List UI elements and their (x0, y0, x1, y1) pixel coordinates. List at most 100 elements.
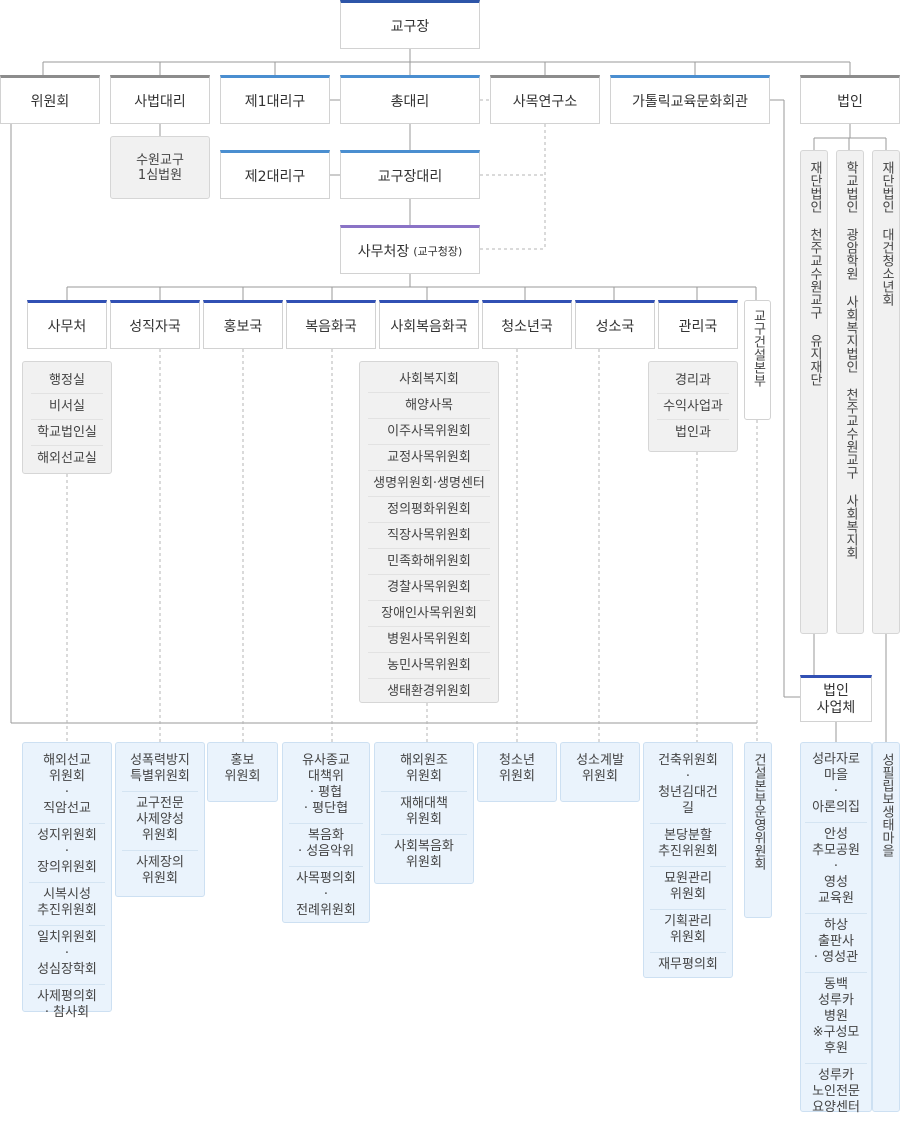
chancellor-label: 사무처장 (357, 243, 410, 260)
construction-hq-label: 교구건설본부 (750, 309, 766, 387)
construction-hq-box: 교구건설본부 (744, 300, 771, 420)
pilgrim-village-box: 성필립보생태마을 (872, 742, 900, 1112)
episcopal-vicar-box: 교구장대리 (340, 150, 480, 199)
admin-items-list: 경리과 수익사업과 법인과 (648, 361, 738, 452)
list-item: 사제평의회 · 참사회 (37, 989, 97, 1020)
bishop-box: 교구장 (340, 0, 480, 49)
list-item: 복음화 · 성음악위 (289, 824, 363, 867)
list-item: 경찰사목위원회 (368, 575, 490, 601)
list-item: 교정사목위원회 (368, 445, 490, 471)
list-item: 비서실 (31, 394, 103, 420)
dept-vocation-box: 성소국 (575, 300, 655, 349)
vicariate2-box: 제2대리구 (220, 150, 330, 199)
judicial-vicar-label: 사법대리 (134, 93, 186, 110)
list-item: 장애인사목위원회 (368, 601, 490, 627)
committee-label: 위원회 (30, 93, 70, 110)
list-item: 홍보 위원회 (224, 753, 261, 784)
foundation-label: 재단법인 천주교수원교구 유지재단 (807, 161, 822, 386)
dept-label: 복음화국 (305, 318, 357, 335)
list-item: 기획관리 위원회 (650, 910, 726, 953)
vicariate2-label: 제2대리구 (244, 168, 306, 185)
dept-label: 홍보국 (223, 318, 263, 335)
list-item: 성지위원회 · 장의위원회 (29, 824, 105, 883)
vocation-committees-list: 성소계발 위원회 (560, 742, 640, 802)
office-items-list: 행정실 비서실 학교법인실 해외선교실 (22, 361, 112, 474)
list-item: 학교법인실 (31, 420, 103, 446)
list-item: 시복시성 추진위원회 (29, 883, 105, 926)
dept-youth-box: 청소년국 (482, 300, 572, 349)
dept-label: 성직자국 (129, 318, 181, 335)
dept-admin-box: 관리국 (658, 300, 738, 349)
list-item: 해외선교 위원회 · 직암선교 (29, 749, 105, 824)
vicariate1-box: 제1대리구 (220, 75, 330, 124)
culture-center-label: 가톨릭교육문화회관 (632, 93, 748, 110)
culture-center-box: 가톨릭교육문화회관 (610, 75, 770, 124)
list-item: 수익사업과 (657, 394, 729, 420)
youth-committees-list: 청소년 위원회 (477, 742, 557, 802)
pastoral-institute-box: 사목연구소 (490, 75, 600, 124)
dept-social-box: 사회복음화국 (379, 300, 479, 349)
episcopal-vicar-label: 교구장대리 (377, 168, 443, 185)
foundation-label: 학교법인 광암학원 사회복지법인 천주교수원교구 사회복지회 (843, 161, 858, 559)
list-item: 행정실 (31, 368, 103, 394)
list-item: 이주사목위원회 (368, 419, 490, 445)
list-item: 청소년 위원회 (499, 753, 535, 784)
list-item: 성폭력방지 특별위원회 (122, 749, 198, 792)
foundation-maintenance-box: 재단법인 천주교수원교구 유지재단 (800, 150, 828, 634)
chancellor-sub-label: (교구청장) (413, 244, 463, 258)
corporation-box: 법인 (800, 75, 900, 124)
list-item: 성루카 노인전문 요양센터 (812, 1068, 860, 1115)
dept-clergy-box: 성직자국 (110, 300, 200, 349)
list-item: 교구전문 사제양성 위원회 (122, 792, 198, 851)
dept-label: 성소국 (595, 318, 635, 335)
list-item: 사회복음화 위원회 (394, 839, 454, 870)
vicar-general-box: 총대리 (340, 75, 480, 124)
list-item: 법인과 (675, 425, 711, 440)
chancellor-box: 사무처장 (교구청장) (340, 225, 480, 274)
list-item: 성소계발 위원회 (576, 753, 624, 784)
list-item: 병원사목위원회 (368, 627, 490, 653)
pastoral-institute-label: 사목연구소 (512, 93, 578, 110)
list-item: 생명위원회·생명센터 (368, 471, 490, 497)
dept-label: 사회복음화국 (390, 318, 468, 335)
list-item: 경리과 (657, 368, 729, 394)
list-item: 사목평의회 · 전례위원회 (296, 871, 356, 918)
dept-label: 사무처 (47, 318, 87, 335)
list-item: 본당분할 추진위원회 (650, 824, 726, 867)
list-item: 해양사목 (368, 393, 490, 419)
list-item: 하상 출판사 · 영성관 (805, 914, 867, 973)
social-items-list: 사회복지회 해양사목 이주사목위원회 교정사목위원회 생명위원회·생명센터 정의… (359, 361, 499, 703)
list-item: 민족화해위원회 (368, 549, 490, 575)
social-committees-list: 해외원조 위원회 재해대책 위원회 사회복음화 위원회 (374, 742, 474, 884)
list-item: 재해대책 위원회 (381, 792, 467, 835)
dept-pr-box: 홍보국 (203, 300, 283, 349)
list-item: 생태환경위원회 (387, 684, 471, 699)
list-item: 안성 추모공원 · 영성 교육원 (805, 823, 867, 914)
list-item: 사제장의 위원회 (136, 855, 184, 886)
list-item: 재무평의회 (658, 957, 718, 972)
admin-committees-list: 건축위원회 · 청년김대건 길 본당분할 추진위원회 묘원관리 위원회 기획관리… (643, 742, 733, 978)
list-item: 해외원조 위원회 (381, 749, 467, 792)
bishop-label: 교구장 (390, 18, 430, 35)
corporation-label: 법인 (837, 93, 863, 110)
court-box: 수원교구 1심법원 (110, 136, 210, 199)
court-label: 수원교구 1심법원 (136, 152, 184, 183)
list-item: 건축위원회 · 청년김대건 길 (650, 749, 726, 824)
list-item: 유사종교 대책위 · 평협 · 평단협 (289, 749, 363, 824)
list-item: 정의평화위원회 (368, 497, 490, 523)
pr-committees-list: 홍보 위원회 (207, 742, 278, 802)
dept-office-box: 사무처 (27, 300, 107, 349)
dept-label: 청소년국 (501, 318, 553, 335)
school-social-welfare-box: 학교법인 광암학원 사회복지법인 천주교수원교구 사회복지회 (836, 150, 864, 634)
pilgrim-village-label: 성필립보생태마을 (879, 753, 894, 857)
list-item: 일치위원회 · 성심장학회 (29, 926, 105, 985)
list-item: 농민사목위원회 (368, 653, 490, 679)
corp-business-list: 성라자로 마을 · 아론의집 안성 추모공원 · 영성 교육원 하상 출판사 ·… (800, 742, 872, 1115)
corp-business-label: 법인 사업체 (816, 682, 856, 716)
evangel-committees-list: 유사종교 대책위 · 평협 · 평단협 복음화 · 성음악위 사목평의회 · 전… (282, 742, 370, 923)
list-item: 직장사목위원회 (368, 523, 490, 549)
dept-evangelization-box: 복음화국 (286, 300, 376, 349)
clergy-committees-list: 성폭력방지 특별위원회 교구전문 사제양성 위원회 사제장의 위원회 (115, 742, 205, 897)
office-committees-list: 해외선교 위원회 · 직암선교 성지위원회 · 장의위원회 시복시성 추진위원회… (22, 742, 112, 1020)
